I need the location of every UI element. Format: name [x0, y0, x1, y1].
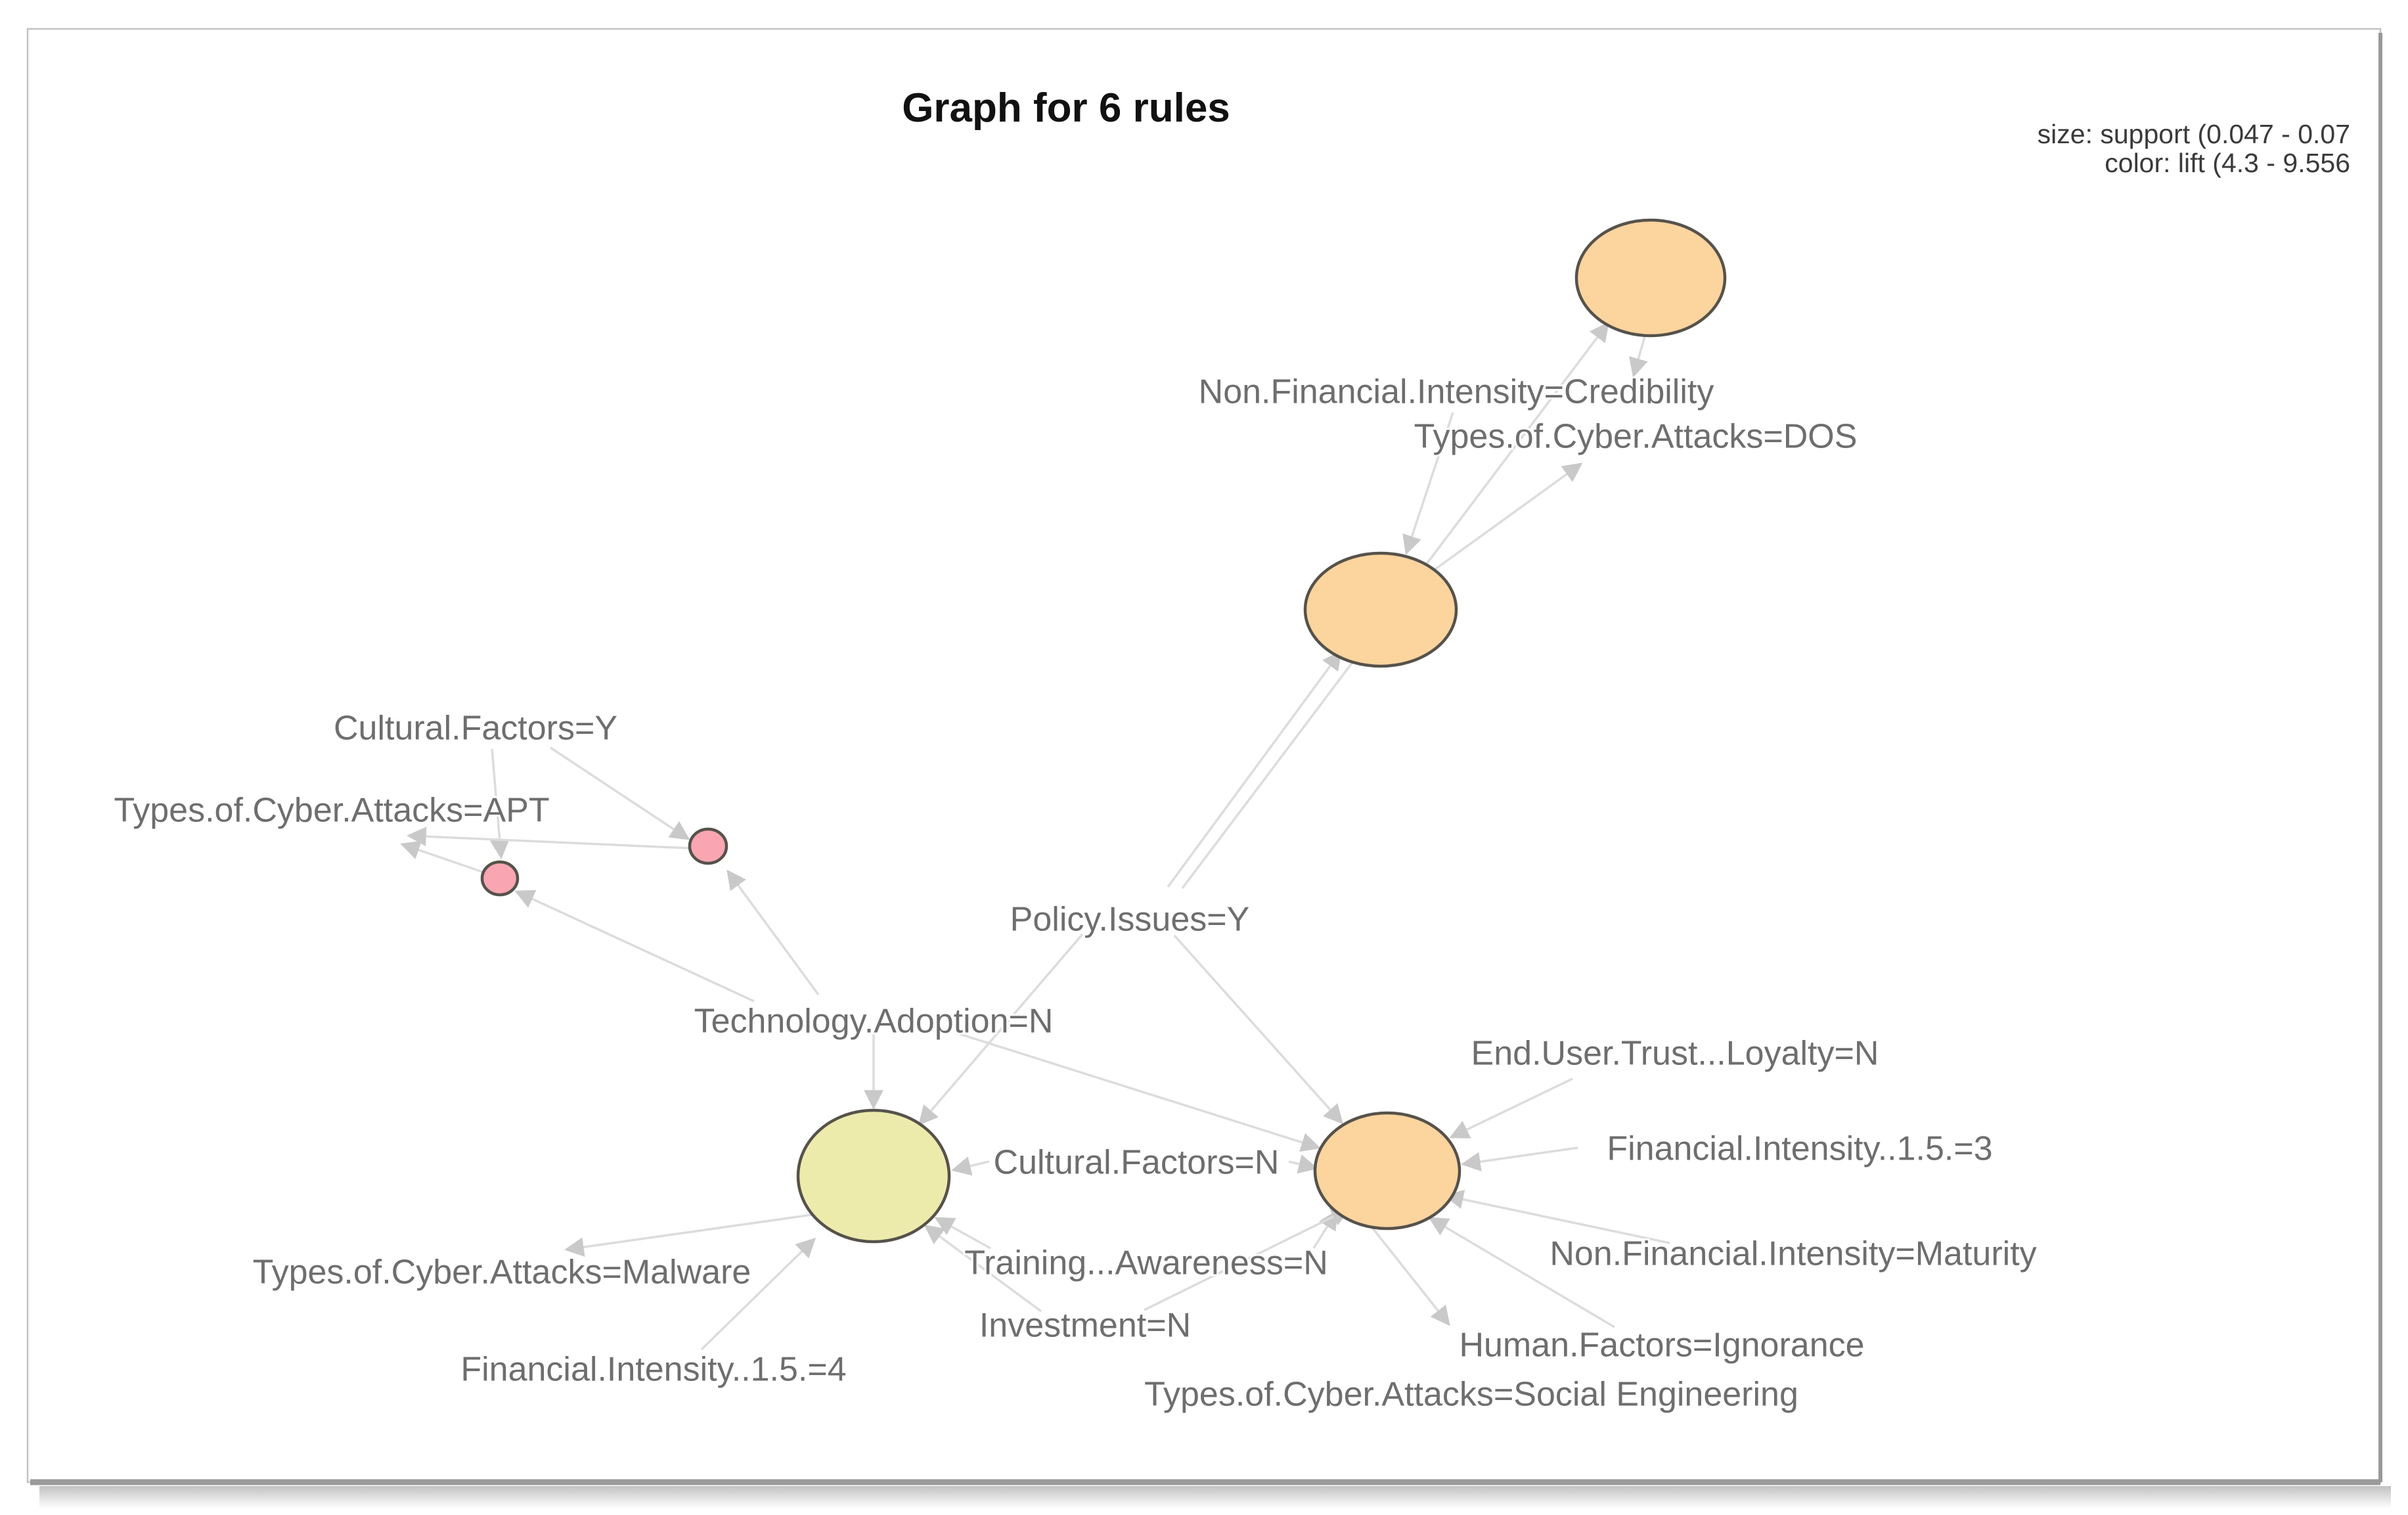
edge-Technology.Adoption=N-to-rule3: [514, 890, 755, 1003]
edge-Cultural.Factors=N-to-rule6: [1288, 1154, 1318, 1174]
rule4-node: [688, 827, 728, 865]
nodes-layer: [480, 218, 1727, 1244]
edge-Investment=N-to-rule5: [924, 1225, 1042, 1313]
item-label: Types.of.Cyber.Attacks=APT: [114, 792, 549, 830]
drop-shadow: [39, 1486, 2391, 1508]
rule1-node: [1574, 218, 1727, 338]
edge-Non.Financial.Intensity=Maturity-to-rule6: [1444, 1189, 1670, 1244]
item-label: Types.of.Cyber.Attacks=Social Engineerin…: [1144, 1376, 1798, 1414]
item-label: Technology.Adoption=N: [694, 1003, 1054, 1041]
page-frame: [26, 28, 2382, 1483]
edge-rule2-to-Types.of.Cyber.Attacks=DOS: [1431, 463, 1583, 573]
legend-color-line: color: lift (4.3 - 9.556: [2105, 148, 2350, 178]
edge-Investment=N-to-rule6: [1144, 1208, 1351, 1311]
edge-rule4-to-Types.of.Cyber.Attacks=APT: [407, 826, 690, 849]
item-label: Types.of.Cyber.Attacks=DOS: [1414, 418, 1858, 456]
edge-Cultural.Factors=Y-to-rule4: [550, 746, 690, 840]
edge-Training...Awareness=N-to-rule5: [934, 1217, 991, 1250]
edge-Cultural.Factors=N-to-rule5: [951, 1156, 990, 1176]
edge-rule1-to-Non.Financial.Intensity=Credibility: [1628, 336, 1648, 378]
item-label: Financial.Intensity..1.5.=3: [1607, 1130, 1992, 1168]
rule5-node: [796, 1108, 951, 1244]
edge-Policy.Issues=Y-to-rule2: [1167, 650, 1342, 888]
item-label: End.User.Trust...Loyalty=N: [1471, 1035, 1879, 1073]
labels-layer: Non.Financial.Intensity=CredibilityTypes…: [112, 371, 2038, 1416]
item-label: Training...Awareness=N: [964, 1244, 1328, 1282]
edge-Technology.Adoption=N-to-rule6: [955, 1031, 1321, 1152]
edge-rule5-to-Types.of.Cyber.Attacks=Malware: [564, 1213, 817, 1257]
item-label: Human.Factors=Ignorance: [1459, 1326, 1864, 1365]
edge-Human.Factors=Ignorance-to-rule6: [1428, 1217, 1615, 1328]
edge-Financial.Intensity..1.5.=3-to-rule6: [1461, 1146, 1578, 1171]
item-label: Non.Financial.Intensity=Maturity: [1550, 1235, 2036, 1273]
edge-rule6-to-Types.of.Cyber.Attacks=Social Engineering: [1370, 1225, 1450, 1326]
rule2-node: [1303, 551, 1458, 668]
edge-Technology.Adoption=N-to-rule4: [726, 869, 820, 996]
item-label: Cultural.Factors=N: [994, 1144, 1280, 1182]
edge-Policy.Issues=Y-to-rule5: [918, 933, 1084, 1126]
item-label: Investment=N: [979, 1307, 1191, 1345]
item-label: Financial.Intensity..1.5.=4: [460, 1351, 846, 1389]
edge-Policy.Issues=Y-to-rule6: [1173, 934, 1343, 1125]
edge-End.User.Trust...Loyalty=N-to-rule6: [1449, 1077, 1573, 1139]
item-label: Cultural.Factors=Y: [334, 710, 617, 748]
rule3-node: [480, 860, 520, 897]
edge-Non.Financial.Intensity=Credibility-to-rule2: [1402, 412, 1454, 555]
item-label: Types.of.Cyber.Attacks=Malware: [253, 1254, 751, 1292]
edge-rule3-to-Types.of.Cyber.Attacks=APT: [400, 840, 485, 874]
item-label: Policy.Issues=Y: [1010, 901, 1250, 939]
edges-layer: [400, 321, 1670, 1351]
rule6-node: [1313, 1111, 1461, 1231]
chart-title: Graph for 6 rules: [902, 85, 1230, 131]
edge-Financial.Intensity..1.5.=4-to-rule5: [700, 1237, 816, 1351]
legend-size-line: size: support (0.047 - 0.07: [2038, 119, 2350, 149]
item-label: Non.Financial.Intensity=Credibility: [1199, 373, 1714, 411]
